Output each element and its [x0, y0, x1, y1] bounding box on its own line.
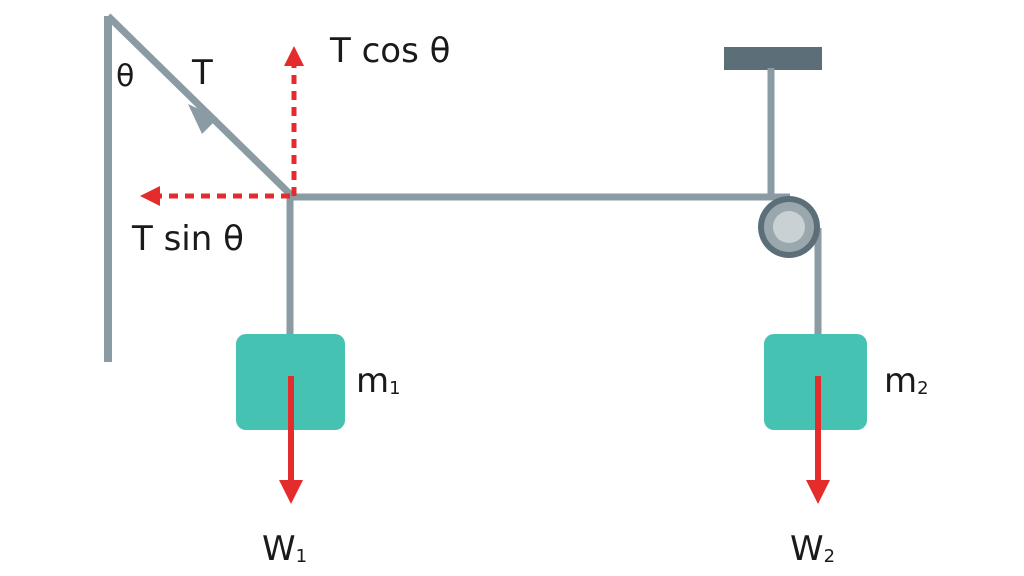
w2-label-base: W	[790, 529, 824, 569]
inclined-rope	[105, 13, 295, 199]
m1-label-base: m	[356, 361, 389, 401]
tension-arrowhead	[188, 104, 218, 134]
w1-label: W1	[262, 529, 307, 569]
t-cos-label: T cos θ	[329, 31, 450, 71]
t-sin-label: T sin θ	[131, 219, 244, 259]
w1-label-sub: 1	[296, 546, 307, 567]
m2-label: m2	[884, 361, 929, 401]
w1-label-base: W	[262, 529, 296, 569]
ceiling-support	[724, 47, 822, 70]
m1-label-sub: 1	[389, 378, 400, 399]
theta-label: θ	[116, 59, 134, 94]
m2-label-sub: 2	[917, 378, 928, 399]
tension-label: T	[191, 53, 213, 93]
m2-label-base: m	[884, 361, 917, 401]
w2-label-sub: 2	[824, 546, 835, 567]
pulley-hub	[773, 211, 805, 243]
w2-label: W2	[790, 529, 835, 569]
m1-label: m1	[356, 361, 401, 401]
